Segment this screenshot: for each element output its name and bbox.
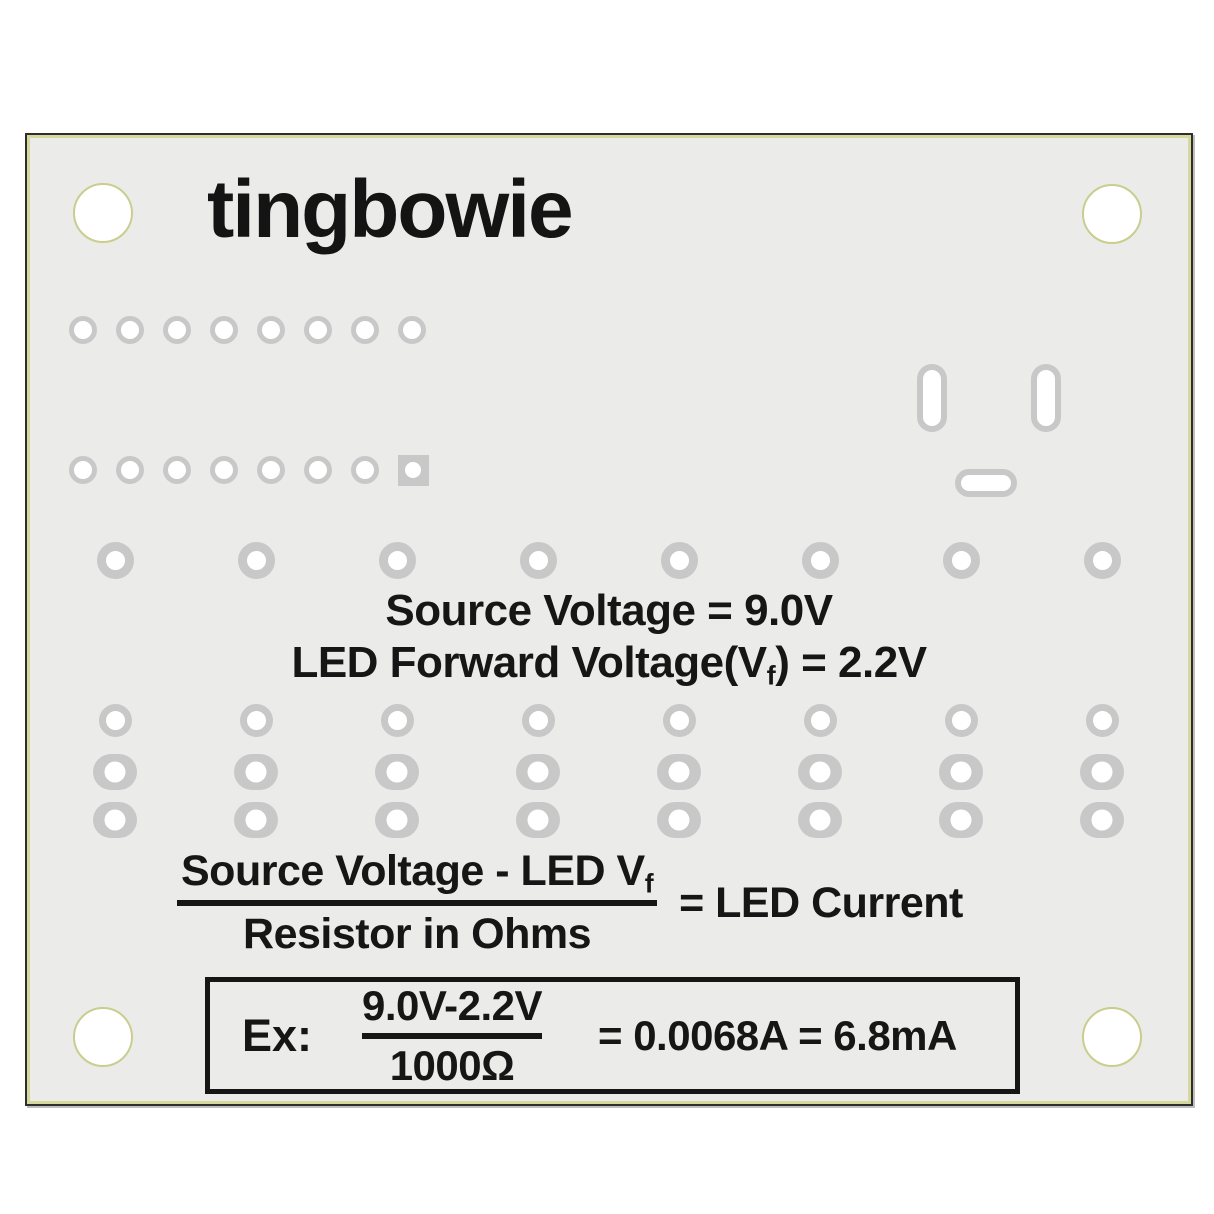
grid-pad-oval-icon — [234, 754, 278, 790]
grid-pad-ring-icon — [239, 703, 273, 737]
small-pad-ring-icon — [69, 456, 97, 484]
grid-pad-ring-icon — [662, 703, 696, 737]
grid-pad-ring-icon — [380, 703, 414, 737]
grid-pad-oval-icon — [375, 754, 419, 790]
fraction-bar — [177, 900, 658, 906]
subscript-f: f — [766, 659, 776, 691]
grid-pad-ring-icon — [521, 703, 555, 737]
pad-hole — [950, 809, 972, 831]
board-title: tingbowie — [207, 164, 574, 255]
example-fraction-bar — [362, 1032, 542, 1039]
pad-hole — [386, 761, 408, 783]
small-pad-ring-icon — [304, 316, 332, 344]
pad-hole — [809, 809, 831, 831]
mounting-hole-top-left-icon — [73, 183, 133, 243]
example-numerator: 9.0V-2.2V — [362, 981, 542, 1029]
grid-pad-oval-icon — [93, 802, 137, 838]
square-pad-icon — [397, 454, 429, 486]
pcb-board: tingbowie Source Voltage = 9.0V LED Forw… — [25, 133, 1193, 1106]
small-pad-ring-icon — [116, 316, 144, 344]
pad-hole — [809, 761, 831, 783]
small-pad-ring-icon — [257, 316, 285, 344]
pad-hole — [104, 761, 126, 783]
small-pad-ring-icon — [257, 456, 285, 484]
horizontal-slot-icon — [955, 469, 1017, 497]
grid-pad-ring-icon — [1085, 703, 1119, 737]
grid-pad-oval-icon — [1080, 754, 1124, 790]
small-pad-ring-icon — [163, 316, 191, 344]
grid-pad-oval-icon — [516, 802, 560, 838]
grid-pad-oval-icon — [798, 754, 842, 790]
pad-hole — [386, 809, 408, 831]
subscript-f: f — [644, 868, 654, 899]
led-forward-voltage-line: LED Forward Voltage(Vf) = 2.2V — [291, 637, 927, 691]
grid-pad-oval-icon — [657, 802, 701, 838]
example-result: = 0.0068A = 6.8mA — [598, 1011, 957, 1059]
formula-denominator: Resistor in Ohms — [243, 910, 592, 958]
grid-pad-oval-icon — [798, 802, 842, 838]
voltage-info-text: Source Voltage = 9.0V LED Forward Voltag… — [27, 585, 1191, 689]
grid-pad-oval-icon — [375, 802, 419, 838]
pad-hole — [245, 761, 267, 783]
pad-hole — [527, 809, 549, 831]
example-denominator: 1000Ω — [389, 1041, 515, 1089]
grid-pad-ring-icon — [803, 703, 837, 737]
small-pad-ring-icon — [116, 456, 144, 484]
grid-pad-ring-icon — [98, 703, 132, 737]
grid-pad-oval-icon — [1080, 802, 1124, 838]
source-voltage-line: Source Voltage = 9.0V — [385, 586, 833, 635]
mounting-hole-top-right-icon — [1082, 184, 1142, 244]
grid-pad-oval-icon — [234, 802, 278, 838]
grid-pad-oval-icon — [93, 754, 137, 790]
pad-hole — [950, 761, 972, 783]
small-pad-ring-icon — [69, 316, 97, 344]
formula-result: = LED Current — [679, 878, 963, 927]
small-pad-ring-icon — [351, 456, 379, 484]
pad-hole — [668, 809, 690, 831]
medium-pad-ring-icon — [660, 541, 698, 579]
mounting-hole-bottom-left-icon — [73, 1007, 133, 1067]
grid-pad-oval-icon — [939, 802, 983, 838]
example-label: Ex: — [242, 1009, 313, 1061]
vertical-slot-1-icon — [917, 364, 947, 432]
small-pad-ring-icon — [351, 316, 379, 344]
formula-numerator: Source Voltage - LED Vf — [181, 847, 654, 899]
grid-pad-oval-icon — [939, 754, 983, 790]
example-box: Ex: 9.0V-2.2V 1000Ω = 0.0068A = 6.8mA — [205, 977, 1020, 1094]
formula-fraction: Source Voltage - LED Vf Resistor in Ohms — [177, 847, 658, 959]
medium-pad-ring-icon — [942, 541, 980, 579]
pad-hole — [104, 809, 126, 831]
grid-pad-ring-icon — [944, 703, 978, 737]
pad-hole — [527, 761, 549, 783]
pad-hole — [1091, 809, 1113, 831]
medium-pad-ring-icon — [801, 541, 839, 579]
grid-pad-oval-icon — [516, 754, 560, 790]
small-pad-ring-icon — [398, 316, 426, 344]
medium-pad-ring-icon — [1083, 541, 1121, 579]
pad-hole — [245, 809, 267, 831]
pad-hole — [668, 761, 690, 783]
small-pad-ring-icon — [210, 316, 238, 344]
pad-hole — [405, 462, 421, 478]
led-current-formula: Source Voltage - LED Vf Resistor in Ohms… — [177, 847, 963, 959]
medium-pad-ring-icon — [519, 541, 557, 579]
medium-pad-ring-icon — [237, 541, 275, 579]
medium-pad-ring-icon — [378, 541, 416, 579]
small-pad-ring-icon — [210, 456, 238, 484]
example-fraction: 9.0V-2.2V 1000Ω — [336, 982, 568, 1090]
small-pad-ring-icon — [304, 456, 332, 484]
vertical-slot-2-icon — [1031, 364, 1061, 432]
mounting-hole-bottom-right-icon — [1082, 1007, 1142, 1067]
grid-pad-oval-icon — [657, 754, 701, 790]
pad-hole — [1091, 761, 1113, 783]
small-pad-ring-icon — [163, 456, 191, 484]
medium-pad-ring-icon — [96, 541, 134, 579]
